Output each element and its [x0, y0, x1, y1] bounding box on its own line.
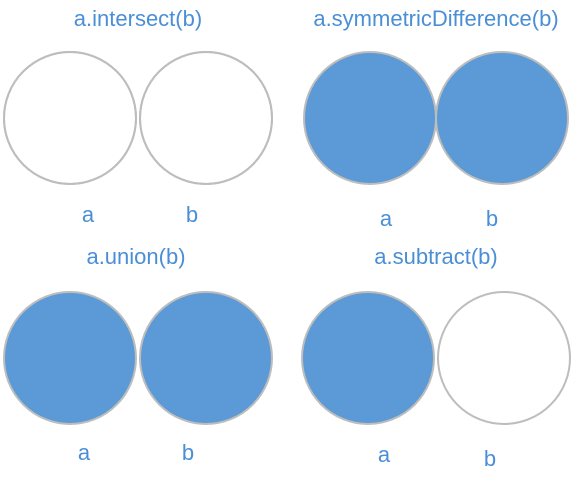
panel-title-union: a.union(b)	[86, 244, 185, 269]
panel-symmetric-difference: a.symmetricDifference(b) a b	[303, 6, 569, 231]
panel-subtract: a.subtract(b) a b	[301, 244, 571, 471]
region-b	[436, 52, 568, 184]
region-a	[302, 292, 434, 424]
panel-intersect: a.intersect(b) a b	[3, 6, 273, 227]
set-label-b: b	[484, 446, 496, 471]
set-label-a: a	[380, 206, 393, 231]
set-label-a: a	[378, 442, 391, 467]
panel-title-intersect: a.intersect(b)	[74, 6, 202, 31]
set-label-b: b	[182, 440, 194, 465]
region-a	[304, 52, 436, 184]
set-label-a: a	[82, 202, 95, 227]
set-label-b: b	[186, 202, 198, 227]
region-a	[4, 292, 136, 424]
set-label-b: b	[486, 206, 498, 231]
panel-union: a.union(b) a b	[3, 244, 273, 465]
panel-title-subtract: a.subtract(b)	[374, 244, 498, 269]
set-label-a: a	[78, 440, 91, 465]
region-b	[140, 292, 272, 424]
panel-title-symmetric-difference: a.symmetricDifference(b)	[313, 6, 558, 31]
